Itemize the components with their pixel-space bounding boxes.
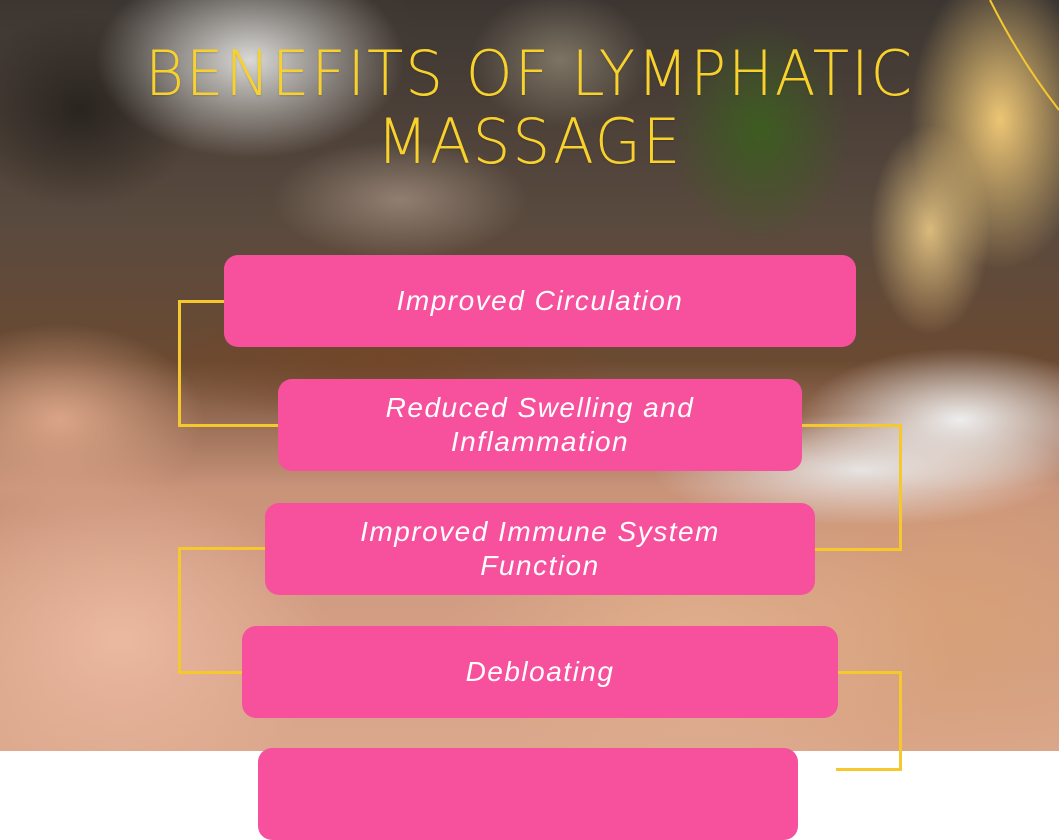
- title-line-2: MASSAGE: [376, 105, 683, 178]
- benefit-label-line-2: Inflammation: [450, 426, 630, 457]
- benefit-card-improved-circulation: Improved Circulation: [224, 255, 856, 347]
- background-photo-massage: [0, 0, 1059, 751]
- connector-bracket-2-3: [800, 424, 902, 551]
- decorative-curve-line: [989, 0, 1059, 111]
- connector-bracket-3-4: [178, 547, 268, 674]
- title-line-1: BENEFITS OF LYMPHATIC: [144, 37, 915, 110]
- benefit-card-debloating: Debloating: [242, 626, 838, 718]
- connector-bracket-4-5: [836, 671, 902, 771]
- page-title: BENEFITS OF LYMPHATIC MASSAGE: [0, 40, 1059, 176]
- benefit-label: Improved Circulation: [396, 285, 684, 316]
- benefit-card-immune-function: Improved Immune System Function: [265, 503, 815, 595]
- benefit-label-line-1: Reduced Swelling and: [385, 392, 695, 423]
- benefit-label-line-2: Function: [480, 550, 600, 581]
- benefit-label: Debloating: [465, 656, 615, 687]
- benefit-card-partial: [258, 748, 798, 840]
- benefit-label-line-1: Improved Immune System: [360, 516, 720, 547]
- benefit-card-reduced-swelling: Reduced Swelling and Inflammation: [278, 379, 802, 471]
